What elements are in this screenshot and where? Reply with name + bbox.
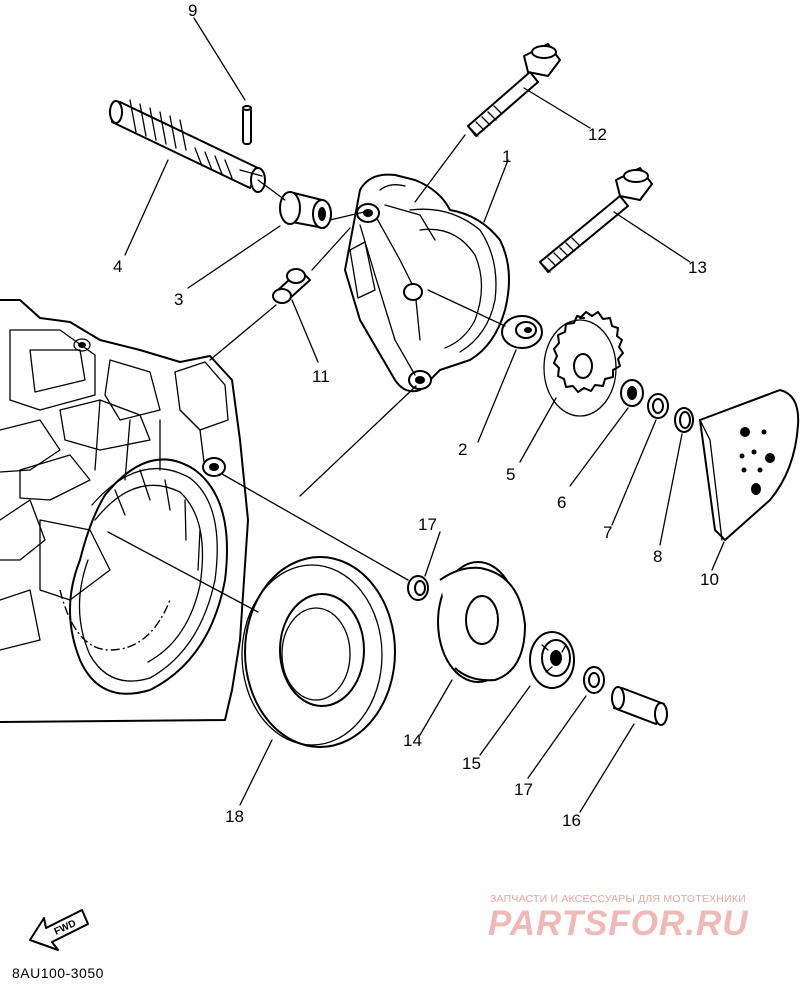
label-part-6: 6 <box>557 493 566 512</box>
sleeve-part-16 <box>611 686 668 726</box>
label-part-4: 4 <box>113 257 122 276</box>
cover-part-1 <box>344 173 510 393</box>
bolt-part-12 <box>467 43 561 137</box>
label-part-16: 16 <box>562 811 581 830</box>
label-part-18: 18 <box>225 807 244 826</box>
dowel-part-11 <box>272 268 311 304</box>
label-part-10: 10 <box>700 570 719 589</box>
watermark-caption: ЗАПЧАСТИ И АКСЕССУАРЫ ДЛЯ МОТОТЕХНИКИ <box>490 893 746 905</box>
seal-ring-part-18 <box>241 556 396 748</box>
label-part-15: 15 <box>462 754 481 773</box>
label-part-11: 11 <box>312 367 330 386</box>
label-part-17b: 17 <box>514 780 533 799</box>
diagram-code: 8AU100-3050 <box>12 965 104 981</box>
label-part-9: 9 <box>188 1 197 20</box>
plate-part-10 <box>699 389 800 541</box>
washer-part-17b <box>583 666 605 694</box>
washer-part-7 <box>647 393 669 419</box>
seal-part-2 <box>501 315 543 349</box>
crankcase-housing <box>0 299 249 723</box>
label-part-1: 1 <box>502 147 511 166</box>
label-part-3: 3 <box>174 290 183 309</box>
pin-part-9 <box>242 105 252 145</box>
label-part-14: 14 <box>403 731 422 750</box>
gear-part-14 <box>437 561 526 683</box>
fwd-arrow: FWD <box>29 909 89 951</box>
ring-part-17a <box>407 575 429 601</box>
label-part-2: 2 <box>458 440 467 459</box>
washer-part-6 <box>620 379 644 407</box>
label-part-7: 7 <box>603 523 612 542</box>
label-part-13: 13 <box>688 258 707 277</box>
bolt-part-13 <box>539 167 653 273</box>
sprocket-part-5 <box>543 311 624 417</box>
part-labels: 9 1 12 4 13 3 11 2 5 6 17 7 8 10 14 15 1… <box>113 1 719 830</box>
bearing-part-15 <box>529 631 575 689</box>
collar-part-3 <box>279 191 332 229</box>
label-part-17a: 17 <box>418 515 437 534</box>
watermark-brand: PARTSFOR.RU <box>488 904 749 943</box>
label-part-12: 12 <box>588 125 607 144</box>
shaft-part-4 <box>109 99 266 193</box>
leader-lines <box>107 17 725 813</box>
label-part-8: 8 <box>653 547 662 566</box>
label-part-5: 5 <box>506 465 515 484</box>
circlip-part-8 <box>674 407 694 433</box>
watermark: ЗАПЧАСТИ И АКСЕССУАРЫ ДЛЯ МОТОТЕХНИКИ PA… <box>488 893 749 943</box>
